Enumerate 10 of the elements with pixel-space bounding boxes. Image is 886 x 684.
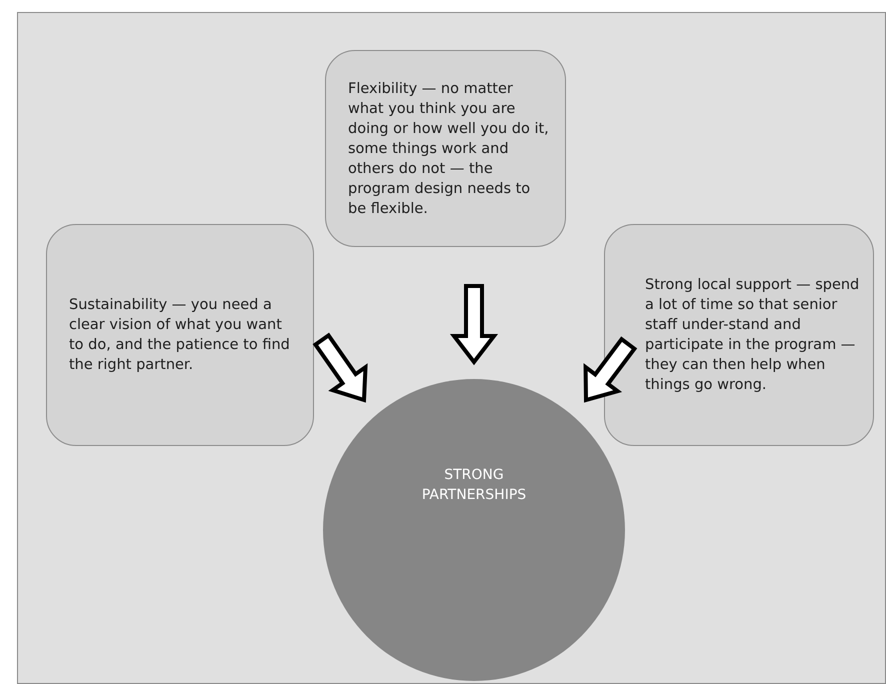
node-text: STRONG PARTNERSHIPS [420, 466, 528, 505]
node-text: Sustainability — you need a clear vision of what you want to do, and the patience to find the right partner. [69, 296, 291, 375]
node-text: Strong local support — spend a lot of time so that senior staff under-stand and participate in the program — they can then help when things go wrong. [645, 276, 860, 395]
text-box [46, 224, 314, 446]
text-box [604, 224, 874, 446]
text-box [325, 50, 566, 247]
block-arrow [450, 284, 498, 366]
block-arrow [312, 332, 368, 403]
block-arrow [584, 336, 638, 403]
node-text: Flexibility — no matter what you think you are doing or how well you do it, some things work and others do not — the program design needs to be flexible. [348, 80, 549, 218]
